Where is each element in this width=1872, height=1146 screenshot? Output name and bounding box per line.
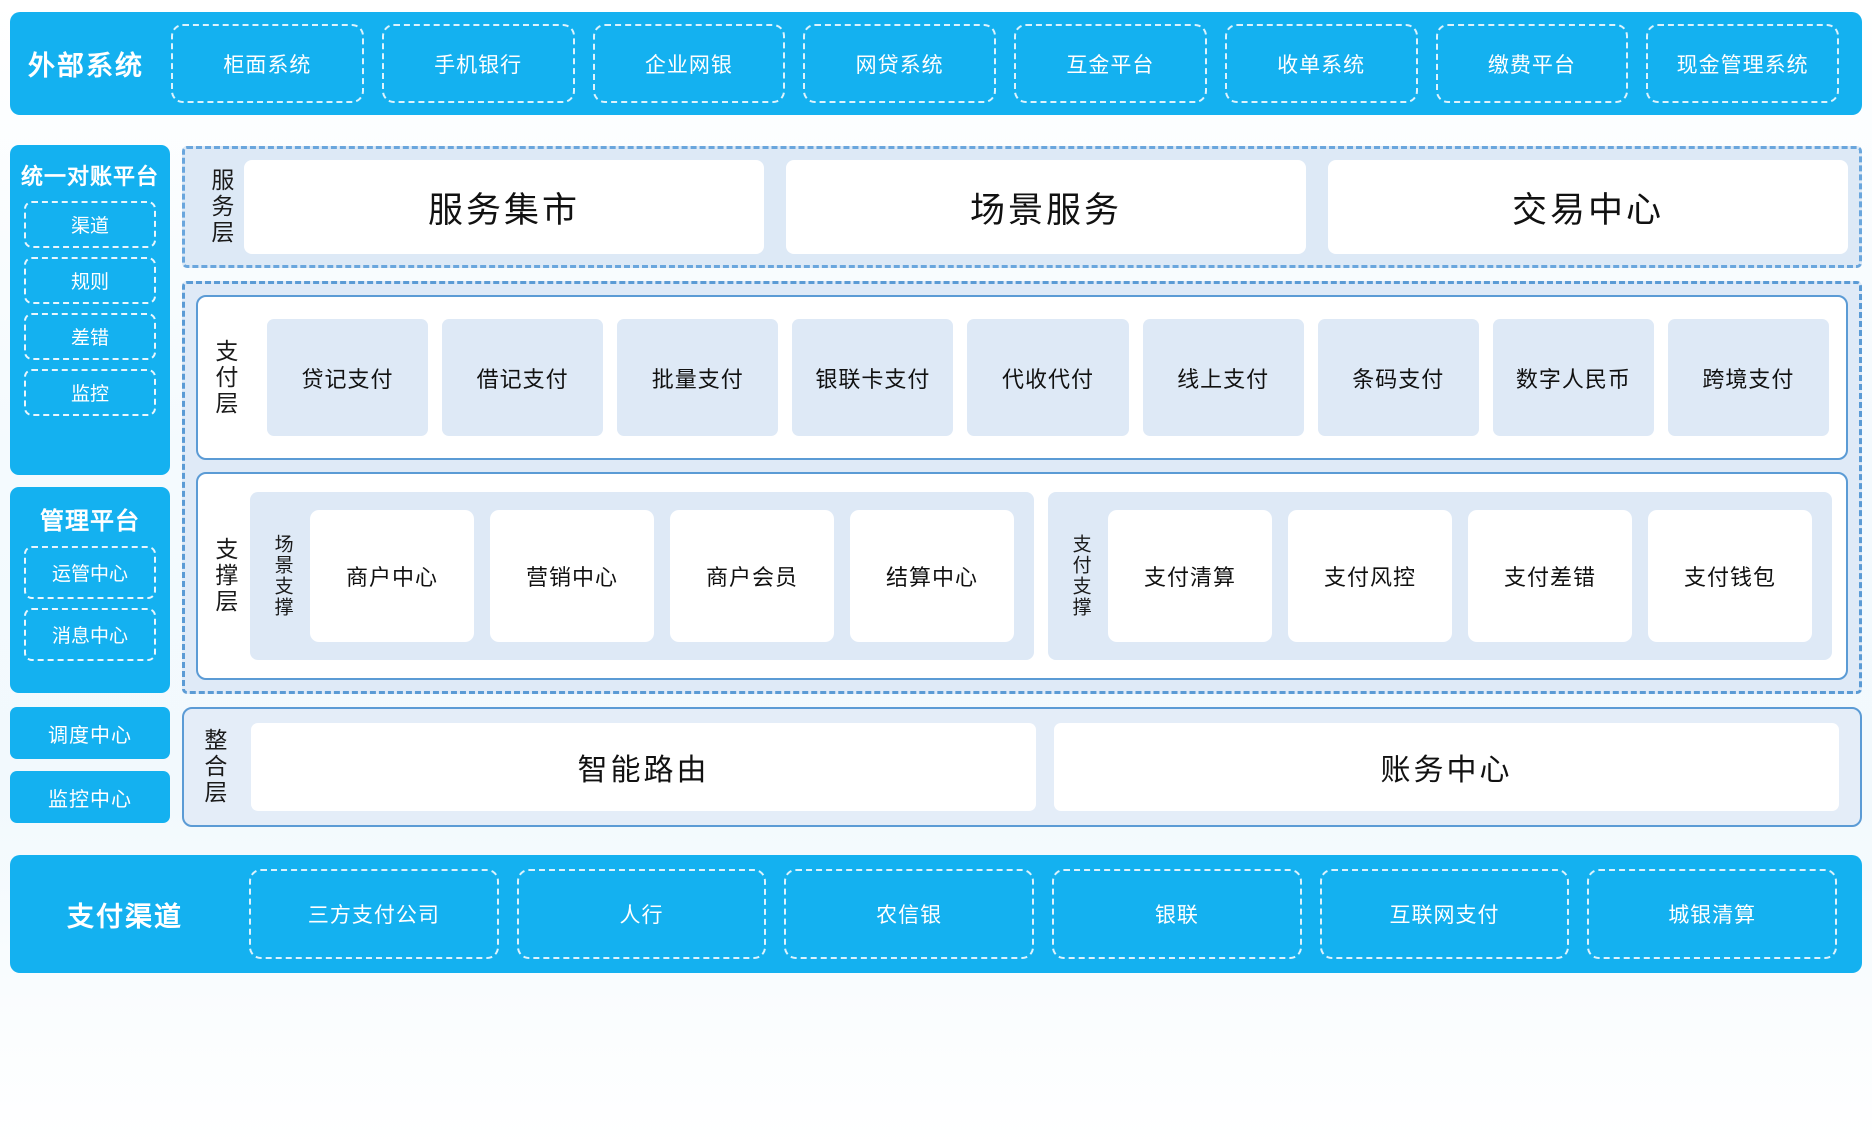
service-layer-label: 服务层	[207, 168, 234, 246]
payment-support-group: 支付支撑 支付清算 支付风控 支付差错 支付钱包	[1048, 492, 1832, 660]
payment-channel-chip[interactable]: 城银清算	[1587, 869, 1838, 959]
external-system-chip[interactable]: 现金管理系统	[1646, 24, 1839, 103]
support-card-merchant-member[interactable]: 商户会员	[670, 510, 834, 642]
support-card-merchant-center[interactable]: 商户中心	[310, 510, 474, 642]
support-layer-label: 支撑层	[211, 537, 238, 615]
payment-layer-label: 支付层	[211, 338, 238, 417]
rail-item-operation-center[interactable]: 运管中心	[24, 546, 156, 599]
payment-chip-unionpay-card[interactable]: 银联卡支付	[792, 319, 954, 436]
integration-layer-label: 整合层	[200, 728, 227, 806]
management-platform-card: 管理平台 运管中心 消息中心	[10, 487, 170, 693]
rail-item-monitor[interactable]: 监控	[24, 369, 156, 416]
payment-chip-online[interactable]: 线上支付	[1142, 319, 1304, 436]
payment-layer-panel: 支付层 贷记支付 借记支付 批量支付 银联卡支付 代收代付 线上支付 条码支付 …	[196, 295, 1848, 460]
payment-layer-items: 贷记支付 借记支付 批量支付 银联卡支付 代收代付 线上支付 条码支付 数字人民…	[250, 297, 1846, 458]
rail-item-message-center[interactable]: 消息中心	[24, 608, 156, 661]
payment-chip-credit[interactable]: 贷记支付	[267, 319, 429, 436]
external-system-chip[interactable]: 企业网银	[592, 24, 786, 103]
external-systems-title: 外部系统	[28, 51, 144, 81]
integration-layer-items: 智能路由 账务中心	[242, 709, 1860, 825]
external-systems-items: 柜面系统 手机银行 企业网银 网贷系统 互金平台 收单系统 缴费平台 现金管理系…	[162, 24, 1848, 103]
support-card-payment-riskcontrol[interactable]: 支付风控	[1288, 510, 1452, 642]
unified-reconciliation-platform-card: 统一对账平台 渠道 规则 差错 监控	[10, 145, 170, 475]
payment-chip-debit[interactable]: 借记支付	[442, 319, 604, 436]
payment-channels-items: 三方支付公司 人行 农信银 银联 互联网支付 城银清算	[240, 869, 1846, 959]
support-layer-groups: 场景支撑 商户中心 营销中心 商户会员 结算中心 支付支撑 支付清算 支付风控 …	[250, 474, 1846, 678]
rail-item-error[interactable]: 差错	[24, 313, 156, 360]
payment-channel-chip[interactable]: 银联	[1052, 869, 1302, 959]
payment-channel-chip[interactable]: 人行	[516, 869, 767, 959]
payment-chip-cross-border[interactable]: 跨境支付	[1667, 319, 1829, 436]
integration-card-smart-routing[interactable]: 智能路由	[251, 723, 1036, 811]
support-card-payment-error[interactable]: 支付差错	[1468, 510, 1632, 642]
payment-channels-bar: 支付渠道 三方支付公司 人行 农信银 银联 互联网支付 城银清算	[10, 855, 1862, 973]
external-system-chip[interactable]: 收单系统	[1224, 24, 1418, 103]
payment-chip-collection-payment[interactable]: 代收代付	[967, 319, 1129, 436]
support-card-marketing-center[interactable]: 营销中心	[490, 510, 654, 642]
integration-layer-panel: 整合层 智能路由 账务中心	[182, 707, 1862, 827]
external-system-chip[interactable]: 网贷系统	[803, 24, 996, 103]
rail-item-rule[interactable]: 规则	[24, 257, 156, 304]
payment-support-label: 支付支撑	[1069, 534, 1091, 618]
payment-support-items: 支付清算 支付风控 支付差错 支付钱包	[1100, 502, 1820, 650]
payment-chip-barcode[interactable]: 条码支付	[1317, 319, 1479, 436]
management-platform-title: 管理平台	[40, 508, 140, 535]
external-system-chip[interactable]: 缴费平台	[1435, 24, 1629, 103]
scenario-support-label: 场景支撑	[271, 534, 293, 618]
service-card-market[interactable]: 服务集市	[244, 160, 764, 254]
service-layer-row: 服务层 服务集市 场景服务 交易中心	[196, 160, 1848, 254]
integration-card-accounting-center[interactable]: 账务中心	[1054, 723, 1839, 811]
rail-item-scheduling-center[interactable]: 调度中心	[10, 707, 170, 759]
rail-item-monitoring-center[interactable]: 监控中心	[10, 771, 170, 823]
unified-reconciliation-platform-title: 统一对账平台	[20, 164, 159, 189]
service-card-scenario[interactable]: 场景服务	[786, 160, 1306, 254]
payment-chip-batch[interactable]: 批量支付	[617, 319, 779, 436]
payment-chip-digital-rmb[interactable]: 数字人民币	[1492, 319, 1654, 436]
scenario-support-items: 商户中心 营销中心 商户会员 结算中心	[302, 502, 1022, 650]
external-system-chip[interactable]: 互金平台	[1014, 24, 1207, 103]
rail-item-channel[interactable]: 渠道	[24, 201, 156, 248]
payment-channel-chip[interactable]: 互联网支付	[1319, 869, 1570, 959]
payment-channel-chip[interactable]: 三方支付公司	[249, 869, 499, 959]
service-card-transaction[interactable]: 交易中心	[1328, 160, 1848, 254]
support-card-payment-wallet[interactable]: 支付钱包	[1648, 510, 1812, 642]
external-system-chip[interactable]: 柜面系统	[171, 24, 364, 103]
payment-channel-chip[interactable]: 农信银	[784, 869, 1035, 959]
scenario-support-group: 场景支撑 商户中心 营销中心 商户会员 结算中心	[250, 492, 1034, 660]
payment-channels-title: 支付渠道	[67, 901, 183, 932]
support-card-payment-clearing[interactable]: 支付清算	[1108, 510, 1272, 642]
external-system-chip[interactable]: 手机银行	[381, 24, 575, 103]
support-card-settlement-center[interactable]: 结算中心	[850, 510, 1014, 642]
support-layer-panel: 支撑层 场景支撑 商户中心 营销中心 商户会员 结算中心 支付支撑 支付清算 支…	[196, 472, 1848, 680]
external-systems-bar: 外部系统 柜面系统 手机银行 企业网银 网贷系统 互金平台 收单系统 缴费平台 …	[10, 12, 1862, 115]
